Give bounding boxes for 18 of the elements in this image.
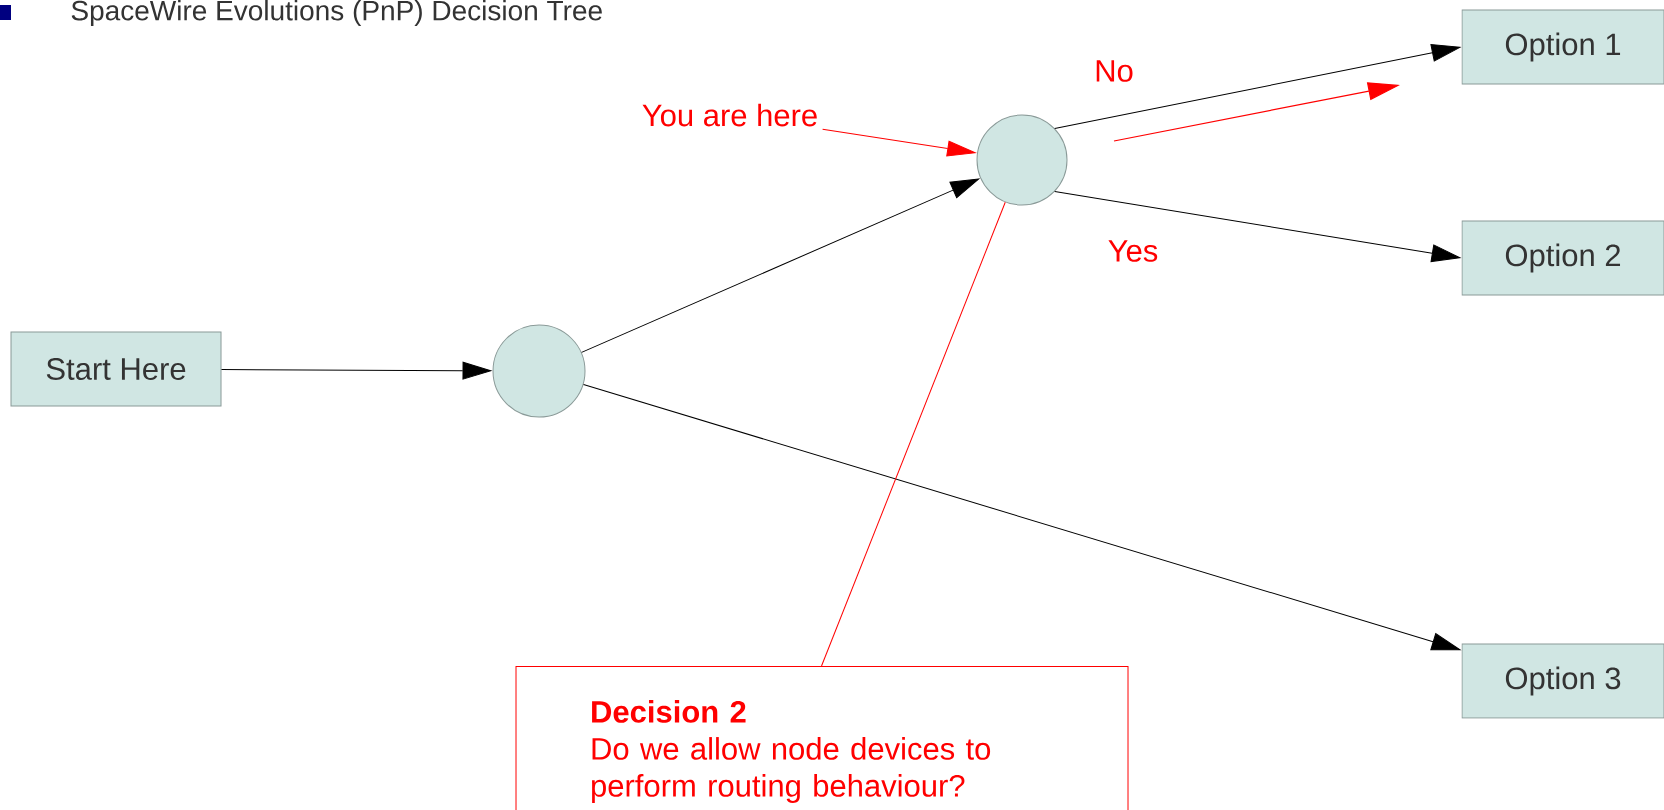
arrow	[581, 178, 980, 353]
option-box: Option 3	[1461, 643, 1664, 719]
annotation-text: You are here	[642, 103, 817, 127]
edge-label: No	[1096, 60, 1133, 82]
edge-label: Yes	[1108, 240, 1158, 262]
arrow	[221, 361, 492, 380]
option-box: Option 1	[1461, 9, 1664, 85]
arrow	[1054, 191, 1461, 263]
leader-line	[821, 201, 1006, 667]
leader-arrow	[822, 128, 976, 157]
title: SpaceWire Evolutions (PnP) Decision Tree	[71, 0, 602, 27]
circle-node	[976, 114, 1068, 206]
start-box: Start Here	[10, 331, 222, 407]
callout-box: Decision 2 Do we allow node devices to perform routing behaviour?	[515, 666, 1129, 810]
circle-node	[492, 324, 586, 418]
option-box: Option 2	[1461, 220, 1664, 296]
arrow	[583, 384, 1461, 651]
arrow	[1054, 44, 1461, 129]
